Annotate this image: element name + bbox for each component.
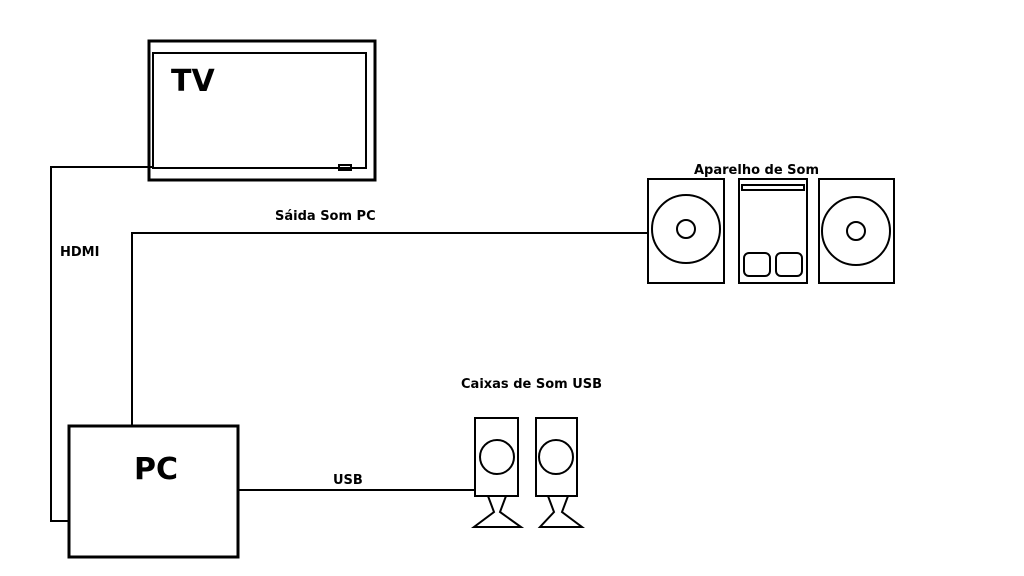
usb-label: USB (333, 473, 363, 488)
usb-speakers-label: Caixas de Som USB (461, 377, 603, 392)
audio-out-cable (131, 232, 648, 426)
stereo-label: Aparelho de Som (694, 163, 820, 178)
hdmi-cable (50, 166, 153, 522)
hdmi-label: HDMI (60, 245, 100, 260)
stereo-system-icon (647, 178, 895, 284)
usb-speaker-left-icon (471, 417, 525, 528)
pc-box (67, 424, 240, 559)
stereo-right-speaker-icon (818, 178, 895, 284)
tv-label: TV (171, 64, 215, 99)
tv-icon (147, 39, 377, 182)
audio-out-label: Sáida Som PC (275, 209, 376, 224)
stereo-left-speaker-icon (647, 178, 725, 284)
usb-speaker-right-icon (535, 417, 585, 528)
usb-speakers-icon (471, 417, 585, 528)
stereo-center-unit-icon (738, 178, 808, 284)
pc-label: PC (134, 452, 179, 487)
